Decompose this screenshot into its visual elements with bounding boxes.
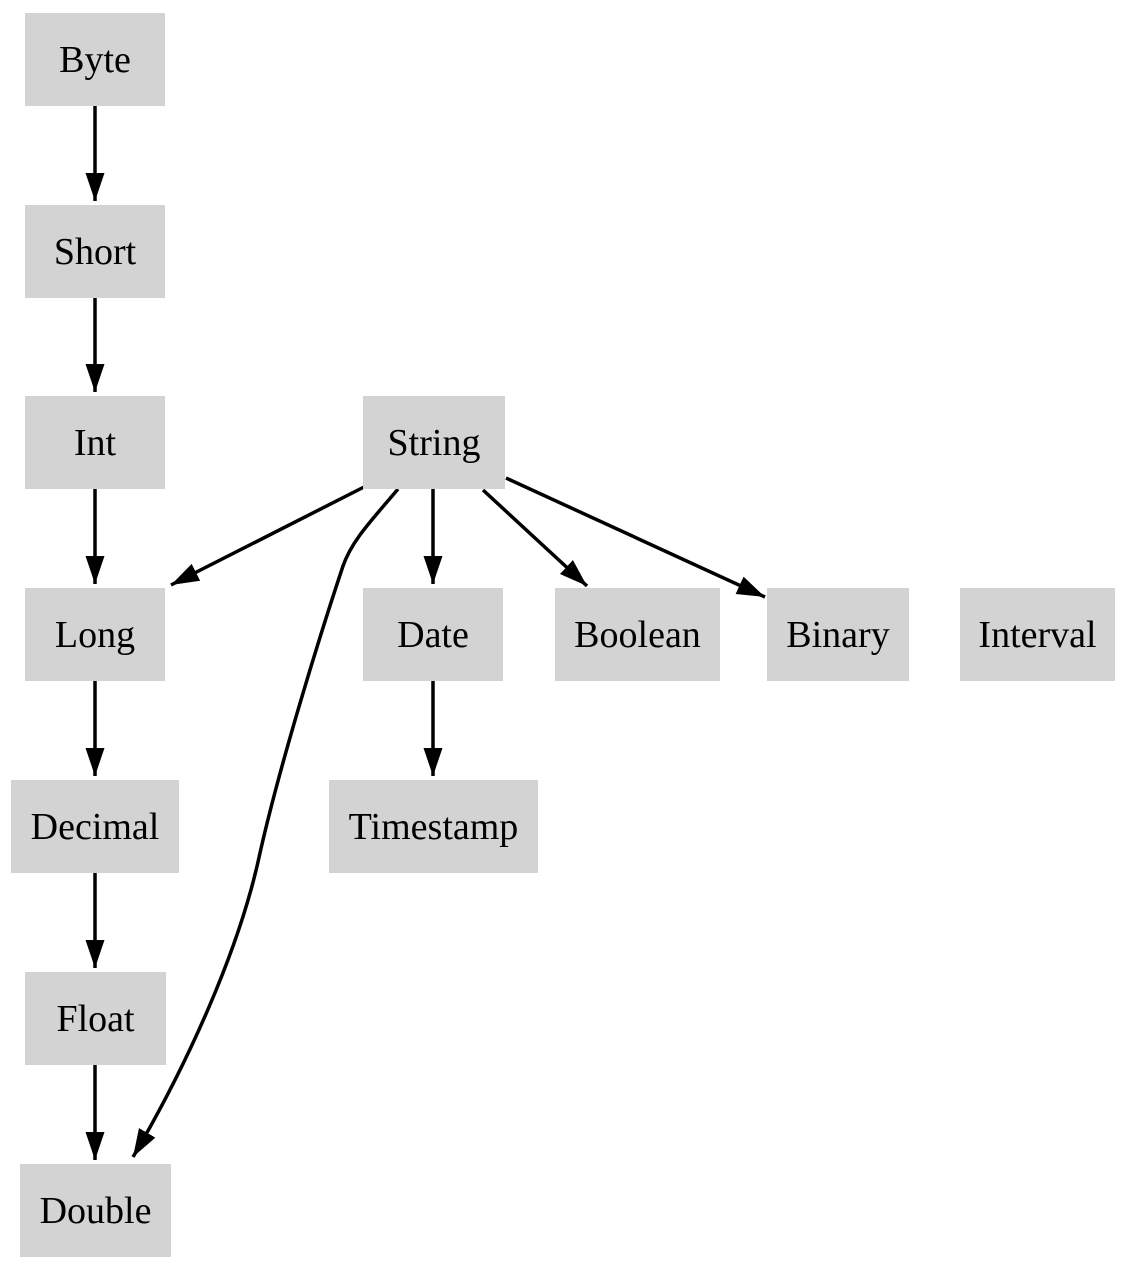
node-binary: Binary (767, 588, 909, 681)
node-decimal-label: Decimal (30, 805, 160, 848)
edge-string-double (131, 487, 400, 1158)
node-date-label: Date (397, 613, 469, 656)
node-long-label: Long (54, 613, 136, 656)
node-byte: Byte (25, 13, 165, 106)
node-short: Short (25, 205, 165, 298)
node-timestamp-label: Timestamp (348, 805, 519, 848)
node-int-label: Int (73, 421, 117, 464)
node-boolean: Boolean (555, 588, 720, 681)
node-short-label: Short (53, 230, 137, 273)
node-float: Float (25, 972, 166, 1065)
node-long: Long (25, 588, 165, 681)
node-boolean-label: Boolean (574, 613, 701, 656)
node-double: Double (20, 1164, 171, 1257)
edge-string-boolean (481, 488, 589, 588)
node-interval-label: Interval (978, 613, 1097, 656)
node-timestamp: Timestamp (329, 780, 538, 873)
node-binary-label: Binary (786, 613, 890, 656)
node-float-label: Float (56, 997, 135, 1040)
node-string-label: String (387, 421, 481, 464)
node-date: Date (363, 588, 503, 681)
node-decimal: Decimal (11, 780, 179, 873)
node-interval: Interval (960, 588, 1115, 681)
node-string: String (363, 396, 505, 489)
edge-string-binary (505, 476, 766, 599)
node-double-label: Double (39, 1189, 152, 1232)
node-byte-label: Byte (59, 38, 131, 81)
edge-string-long (170, 485, 365, 587)
node-int: Int (25, 396, 165, 489)
